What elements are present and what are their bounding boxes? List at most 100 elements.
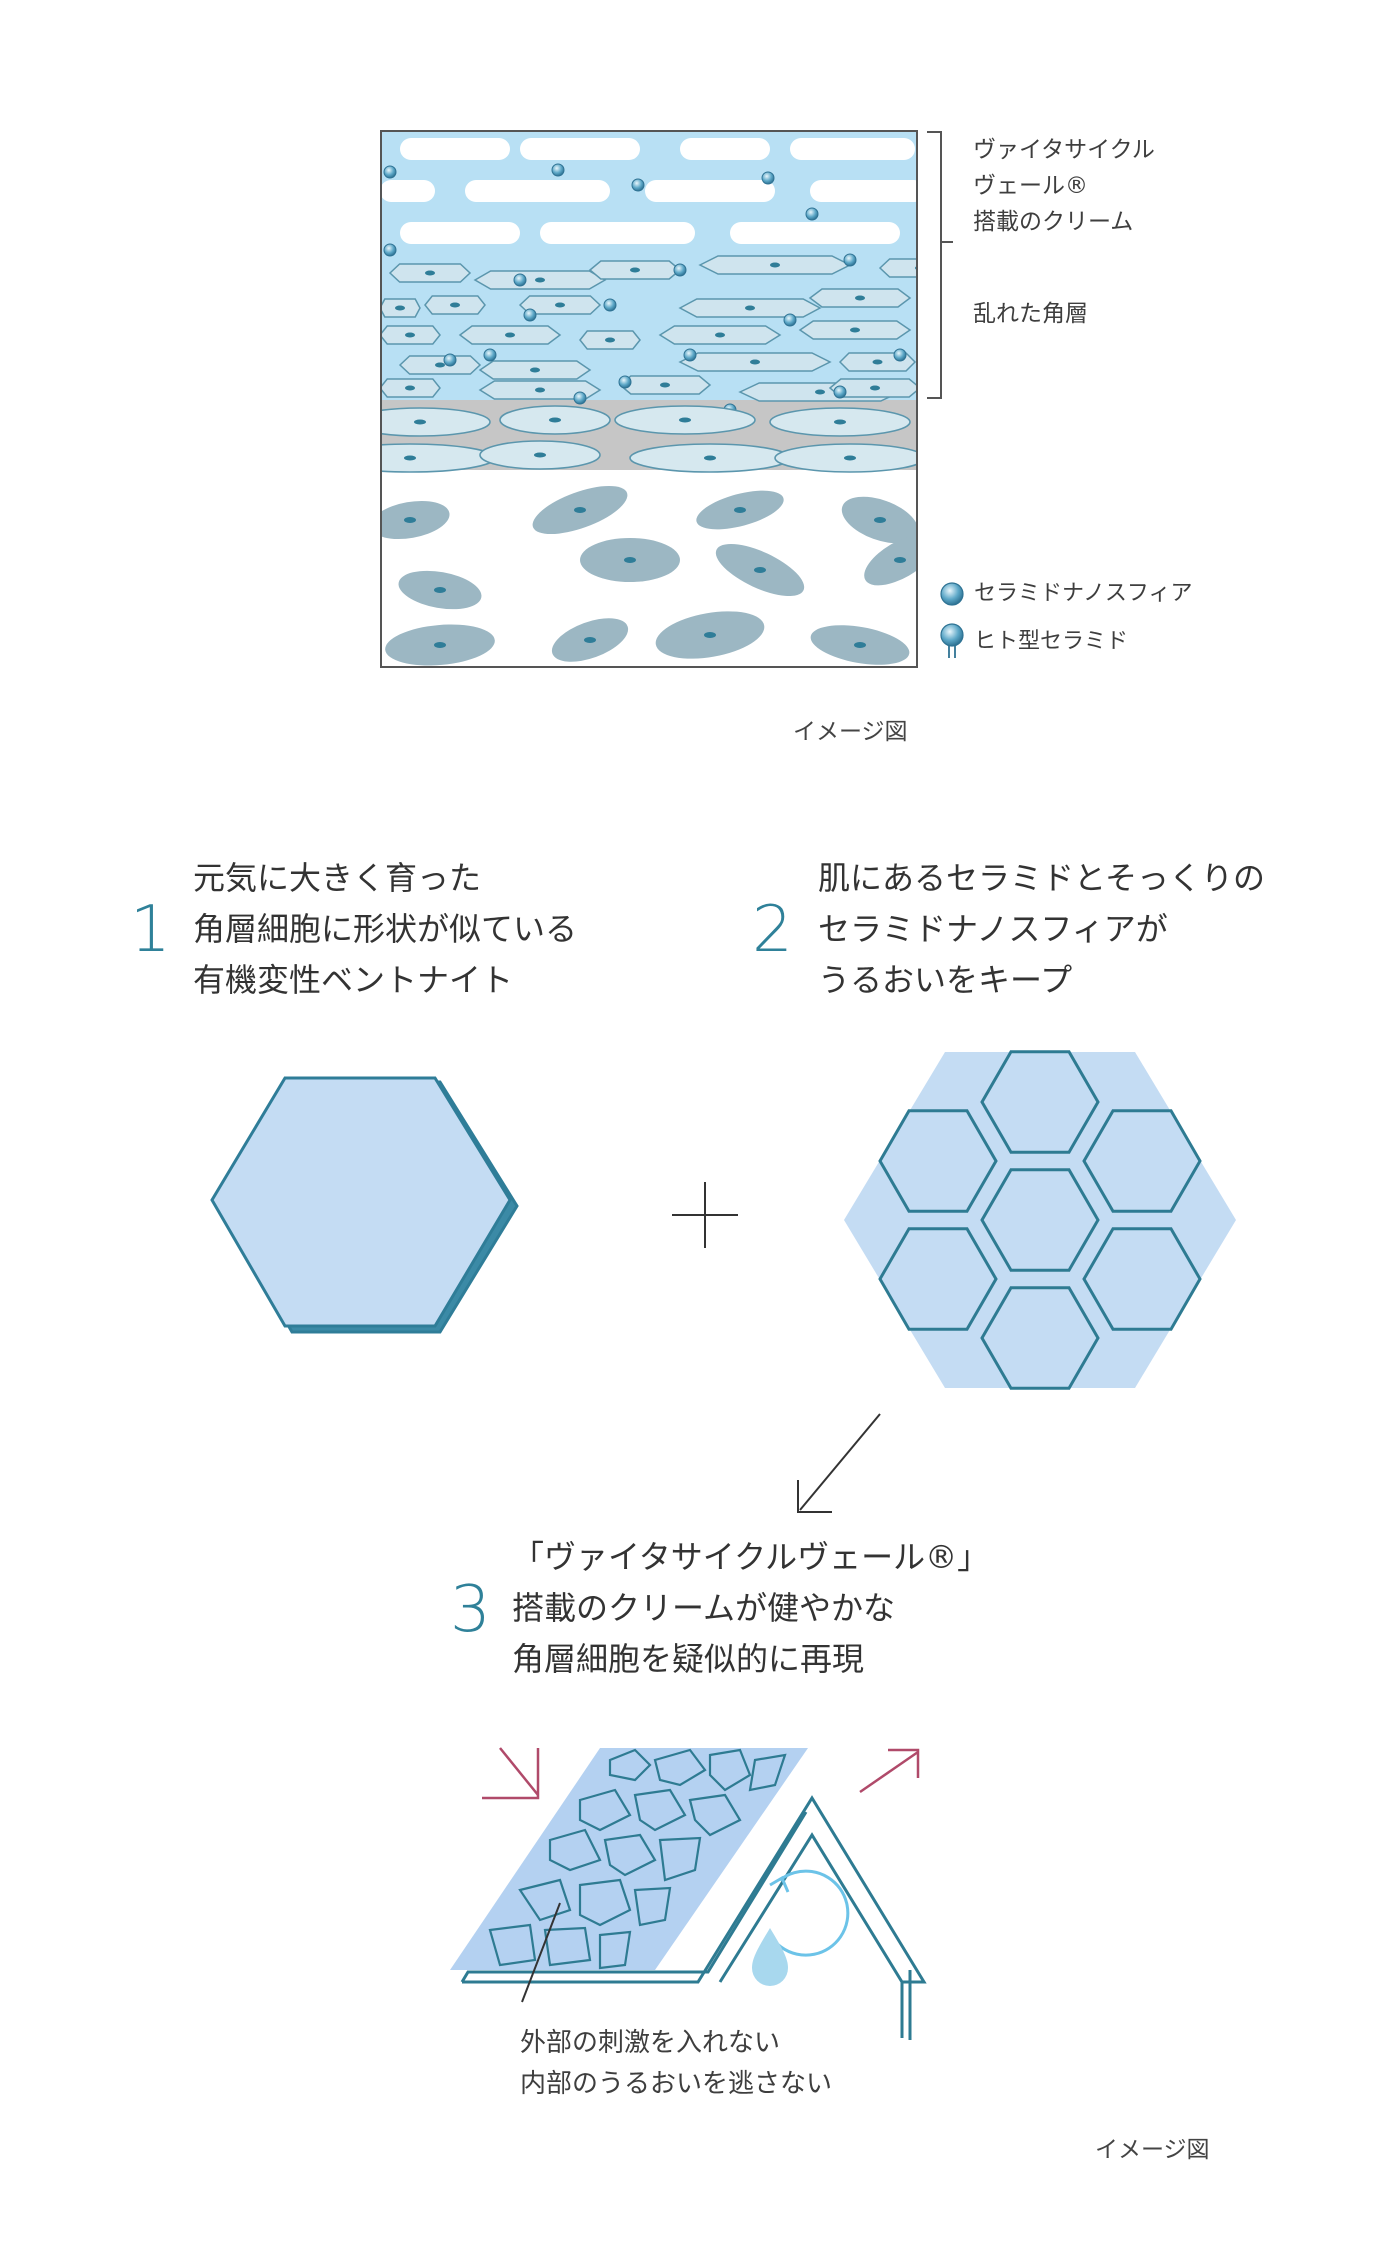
ceramide-nanosphere-icon bbox=[893, 348, 907, 362]
ceramide-nanosphere-icon bbox=[603, 298, 617, 312]
cell-nucleus bbox=[660, 382, 670, 388]
cell-nucleus bbox=[624, 557, 636, 563]
release-arrow-icon bbox=[859, 1748, 920, 1794]
cell-nucleus bbox=[395, 305, 405, 311]
caption-top: イメージ図 bbox=[793, 719, 908, 745]
cell-nucleus bbox=[505, 332, 515, 338]
lipid-bar bbox=[380, 180, 435, 202]
cell-nucleus bbox=[404, 455, 416, 461]
step-2-text: 肌にあるセラミドとそっくりの セラミドナノスフィアが うるおいをキープ bbox=[818, 859, 1266, 999]
barrier-house-diagram bbox=[450, 1747, 927, 2040]
roof-cell bbox=[543, 1926, 592, 1967]
cell-nucleus bbox=[704, 455, 716, 461]
ceramide-nanosphere-icon bbox=[383, 243, 397, 257]
roof-cell bbox=[598, 1930, 632, 1970]
cell-nucleus bbox=[745, 305, 755, 311]
nanosphere-cell bbox=[878, 1227, 998, 1331]
cell-nucleus bbox=[405, 385, 415, 391]
ceramide-nanosphere-icon bbox=[761, 171, 775, 185]
cell-nucleus bbox=[450, 302, 460, 308]
cell-nucleus bbox=[679, 417, 691, 423]
nanosphere-cell bbox=[980, 1168, 1100, 1272]
cell-nucleus bbox=[874, 517, 886, 523]
ceramide-nanosphere-icon bbox=[843, 253, 857, 267]
cell-nucleus bbox=[535, 277, 545, 283]
cell-nucleus bbox=[605, 337, 615, 343]
cell-nucleus bbox=[770, 262, 780, 268]
step-3-number: 3 bbox=[450, 1573, 491, 1647]
lipid-bar bbox=[400, 138, 510, 160]
cell-nucleus bbox=[854, 642, 866, 648]
ceramide-nanosphere-icon bbox=[673, 263, 687, 277]
cell-nucleus bbox=[435, 362, 445, 368]
plus-icon bbox=[672, 1182, 738, 1248]
lipid-bar bbox=[730, 222, 900, 244]
roof-cell bbox=[608, 1748, 652, 1782]
cell-nucleus bbox=[535, 387, 545, 393]
cell-nucleus bbox=[734, 507, 746, 513]
flat-cell bbox=[878, 258, 918, 278]
caption-bottom: イメージ図 bbox=[1095, 2137, 1210, 2163]
cell-nucleus bbox=[574, 507, 586, 513]
legend-item-nanosphere: セラミドナノスフィア bbox=[938, 576, 1192, 612]
cell-nucleus bbox=[584, 637, 596, 643]
ceramide-nanosphere-icon bbox=[573, 391, 587, 405]
lipid-bar bbox=[465, 180, 610, 202]
step-3-text: 「ヴァイタサイクルヴェール®」 搭載のクリームが健やかな 角層細胞を疑似的に再現 bbox=[512, 1538, 990, 1678]
cell-nucleus bbox=[530, 367, 540, 373]
cell-nucleus bbox=[850, 327, 860, 333]
cell-nucleus bbox=[715, 332, 725, 338]
cell-nucleus bbox=[704, 632, 716, 638]
ceramide-nanosphere-icon bbox=[551, 163, 565, 177]
ceramide-nanosphere-icon bbox=[618, 375, 632, 389]
cell-nucleus bbox=[855, 295, 865, 301]
roof-cell bbox=[658, 1836, 702, 1882]
water-drop-icon bbox=[752, 1928, 788, 1986]
ceramide-nanosphere-icon bbox=[443, 353, 457, 367]
disturbed-layer-label: 乱れた角層 bbox=[973, 301, 1088, 327]
step-2-number: 2 bbox=[752, 893, 793, 967]
lipid-bar bbox=[400, 222, 520, 244]
ceramide-nanosphere-icon bbox=[940, 582, 964, 606]
step-1-number: 1 bbox=[130, 893, 171, 967]
cell-nucleus bbox=[630, 267, 640, 273]
cell-nucleus bbox=[815, 389, 825, 395]
ceramide-nanosphere-icon bbox=[523, 308, 537, 322]
nanosphere-cell bbox=[1082, 1227, 1202, 1331]
cell-nucleus bbox=[844, 455, 856, 461]
cell-nucleus bbox=[425, 270, 435, 276]
ceramide-nanosphere-icon bbox=[805, 207, 819, 221]
ceramide-nanosphere-icon bbox=[683, 348, 697, 362]
cell-nucleus bbox=[404, 517, 416, 523]
skin-layers-diagram bbox=[380, 130, 920, 670]
nanosphere-cell bbox=[980, 1286, 1100, 1390]
barrier-callout-text: 外部の刺激を入れない 内部のうるおいを逃さない bbox=[520, 2028, 833, 2099]
cell-nucleus bbox=[405, 332, 415, 338]
cream-label: ヴァイタサイクル ヴェール® 搭載のクリーム bbox=[973, 137, 1155, 235]
roof-cell bbox=[518, 1878, 572, 1922]
layer-brackets bbox=[927, 131, 953, 399]
stimulus-arrow-icon bbox=[482, 1747, 540, 1800]
lipid-bar bbox=[645, 180, 775, 202]
legend-item-human-ceramide: ヒト型セラミド bbox=[938, 623, 1192, 660]
cell-nucleus bbox=[434, 642, 446, 648]
roof-cell bbox=[708, 1748, 752, 1792]
cell-nucleus bbox=[534, 452, 546, 458]
lipid-bar bbox=[680, 138, 770, 160]
cell-nucleus bbox=[414, 419, 426, 425]
cell-nucleus bbox=[754, 567, 766, 573]
nanosphere-cell bbox=[878, 1109, 998, 1213]
lipid-bar bbox=[810, 180, 918, 202]
cell-nucleus bbox=[434, 587, 446, 593]
cell-nucleus bbox=[834, 419, 846, 425]
nanosphere-honeycomb bbox=[844, 1050, 1236, 1390]
roof-cell bbox=[748, 1753, 787, 1792]
ceramide-nanosphere-icon bbox=[783, 313, 797, 327]
nanosphere-cell bbox=[980, 1050, 1100, 1154]
ceramide-nanosphere-icon bbox=[631, 178, 645, 192]
roof-cell bbox=[633, 1788, 687, 1832]
ceramide-nanosphere-icon bbox=[483, 348, 497, 362]
roof-cell bbox=[548, 1828, 602, 1872]
ceramide-nanosphere-icon bbox=[383, 165, 397, 179]
granular-cell bbox=[380, 407, 491, 437]
